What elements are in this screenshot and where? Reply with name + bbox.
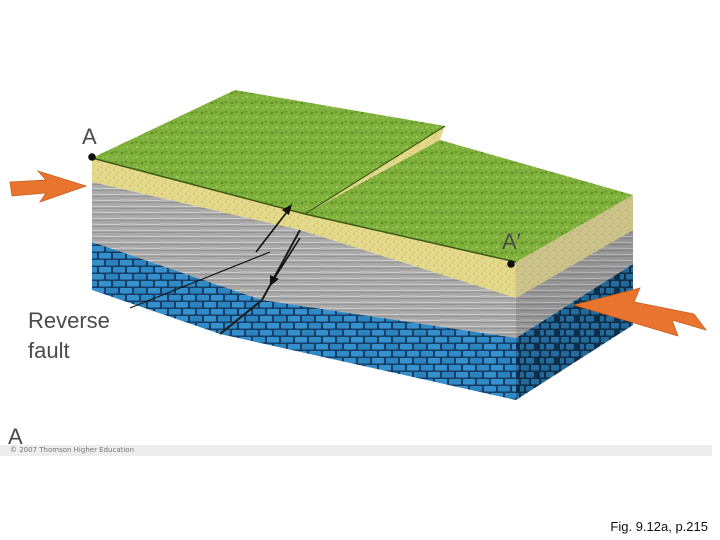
point-a-prime-label: A′ [502, 229, 521, 254]
hangingwall-top-surface [305, 140, 633, 262]
copyright-text: © 2007 Thomson Higher Education [10, 446, 135, 454]
fault-label-line2: fault [28, 338, 70, 363]
point-a-prime-dot [507, 260, 515, 268]
fault-leader-line [129, 251, 271, 309]
fault-line [219, 229, 301, 335]
figure-caption: Fig. 9.12a, p.215 [610, 519, 708, 534]
limestone-layer-left [92, 242, 262, 334]
footwall-front-face [92, 158, 305, 334]
motion-arrow-up [255, 204, 292, 253]
shale-layer-right [262, 230, 516, 338]
point-a-label: A [82, 124, 97, 149]
point-a-dot [88, 153, 96, 161]
shale-layer-left [92, 182, 300, 300]
limestone-layer-right [220, 300, 516, 400]
hangingwall-front-face [220, 214, 516, 400]
fault-label-line1: Reverse [28, 308, 110, 333]
motion-arrow-down [270, 237, 301, 286]
compression-arrow-left [9, 170, 88, 203]
sandstone-layer-left [92, 158, 305, 230]
copyright-bar [0, 445, 712, 456]
footwall-top-surface [92, 90, 445, 214]
panel-letter: A [8, 424, 23, 449]
sandstone-layer-right [300, 214, 516, 298]
compression-arrow-right [572, 287, 708, 337]
